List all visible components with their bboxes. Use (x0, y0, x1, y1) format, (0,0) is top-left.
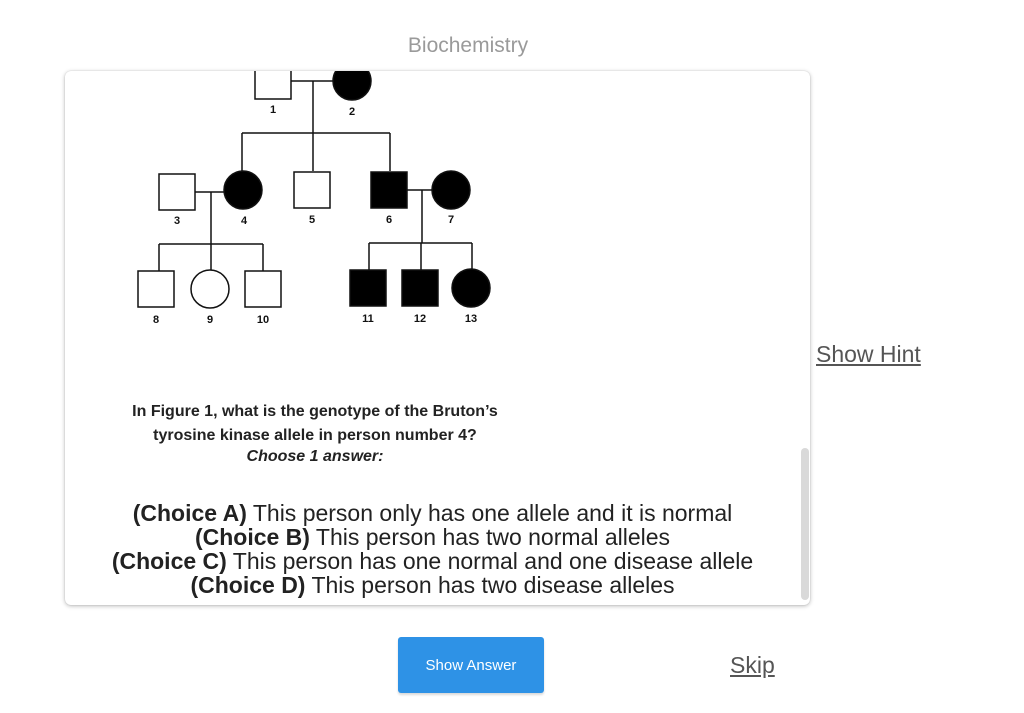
choice-label: (Choice A) (132, 500, 247, 526)
scrollbar-thumb[interactable] (801, 448, 809, 600)
choice-text: This person has two normal alleles (309, 524, 671, 550)
choice-list: (Choice A) This person only has one alle… (65, 501, 800, 597)
skip-link[interactable]: Skip (730, 652, 775, 678)
pedigree-individual-9 (190, 269, 230, 309)
pedigree-label-9: 9 (207, 314, 213, 326)
pedigree-individual-8 (137, 270, 175, 308)
pedigree-label-11: 11 (362, 313, 374, 325)
pedigree-label-10: 10 (257, 314, 269, 326)
choice-d: (Choice D) This person has two disease a… (65, 573, 800, 597)
pedigree-individual-7 (431, 170, 471, 210)
answer-instruction: Choose 1 answer: (246, 448, 384, 465)
pedigree-individual-6 (370, 171, 408, 209)
choice-label: (Choice D) (190, 572, 306, 598)
question-text: In Figure 1, what is the genotype of the… (65, 400, 565, 448)
deck-title: Biochemistry (407, 34, 529, 57)
pedigree-individual-2 (332, 71, 372, 101)
pedigree-individual-11 (349, 269, 387, 307)
choice-c: (Choice C) This person has one normal an… (65, 549, 800, 573)
choice-text: This person has two disease alleles (305, 572, 675, 598)
choice-b: (Choice B) This person has two normal al… (65, 525, 800, 549)
choice-a: (Choice A) This person only has one alle… (65, 501, 800, 525)
pedigree-individual-1 (254, 71, 292, 100)
pedigree-individual-10 (244, 270, 282, 308)
pedigree-label-5: 5 (309, 214, 315, 226)
question-card: 1 2 3 4 5 6 7 8 9 10 11 12 13 In Figure … (65, 71, 810, 605)
pedigree-individual-13 (451, 268, 491, 308)
pedigree-label-7: 7 (448, 214, 454, 226)
pedigree-individual-3 (158, 173, 196, 211)
pedigree-label-13: 13 (465, 313, 477, 325)
choice-text: This person has one normal and one disea… (226, 548, 754, 574)
card-scrollbar[interactable] (800, 71, 810, 605)
pedigree-individual-4 (223, 170, 263, 210)
pedigree-label-6: 6 (386, 214, 392, 226)
show-answer-button[interactable]: Show Answer (398, 637, 544, 693)
pedigree-individual-12 (401, 269, 439, 307)
pedigree-label-2: 2 (349, 106, 355, 118)
pedigree-label-4: 4 (241, 215, 248, 227)
question-line: tyrosine kinase allele in person number … (153, 427, 477, 444)
show-hint-link[interactable]: Show Hint (816, 341, 921, 367)
pedigree-label-3: 3 (174, 215, 180, 227)
pedigree-label-8: 8 (153, 314, 159, 326)
pedigree-figure: 1 2 3 4 5 6 7 8 9 10 11 12 13 (137, 71, 491, 326)
question-line: In Figure 1, what is the genotype of the… (132, 403, 498, 420)
pedigree-individual-5 (293, 171, 331, 209)
choice-label: (Choice B) (194, 524, 310, 550)
pedigree-label-1: 1 (270, 104, 276, 116)
choice-text: This person only has one allele and it i… (246, 500, 733, 526)
pedigree-label-12: 12 (414, 313, 426, 325)
choice-label: (Choice C) (111, 548, 227, 574)
